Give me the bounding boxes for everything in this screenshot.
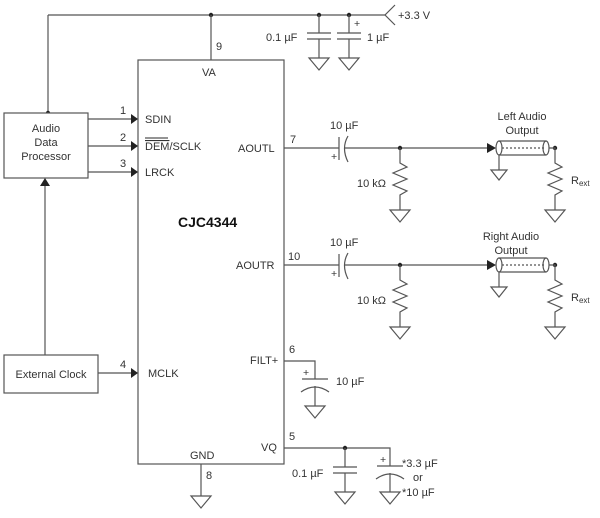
supply-cap1-label: 0.1 µF: [266, 32, 298, 44]
left-output-title-2: Output: [505, 125, 538, 137]
processor-line-2: Data: [34, 137, 58, 149]
pin-4-number: 4: [120, 359, 126, 371]
right-output-title-1: Right Audio: [483, 231, 539, 243]
pin-2-number: 2: [120, 132, 126, 144]
pin-vq-label: VQ: [261, 442, 277, 454]
external-clock-block: [3, 354, 99, 394]
ground-icon: [388, 209, 412, 223]
supply-label: +3.3 V: [398, 10, 431, 22]
dem-arrow-icon: [131, 141, 138, 151]
supply-cap2-label: 1 µF: [367, 32, 390, 44]
filt-cap-label: 10 µF: [336, 376, 365, 388]
vq-cap2-polarity: +: [380, 454, 386, 466]
ground-icon: [543, 209, 567, 223]
vq-cap2-line-3: *10 µF: [402, 487, 435, 499]
left-cap-label: 10 µF: [330, 120, 359, 132]
pin-filt-label: FILT+: [250, 355, 278, 367]
right-cap-label: 10 µF: [330, 237, 359, 249]
pin-sdin-label: SDIN: [145, 114, 171, 126]
left-coupling-cap: [284, 135, 493, 163]
chip-body: [137, 59, 285, 465]
left-audio-jack: [487, 140, 550, 181]
right-resistor: [391, 265, 409, 327]
right-resistor-label: 10 kΩ: [357, 295, 386, 307]
supply-cap-1uf: [337, 15, 361, 71]
filt-cap: [284, 360, 330, 419]
pin-gnd-label: GND: [190, 450, 215, 462]
left-cap-polarity: +: [331, 151, 337, 163]
audio-data-processor-block: [3, 112, 89, 179]
right-output-title-2: Output: [494, 245, 527, 257]
processor-line-3: Processor: [21, 151, 71, 163]
right-audio-jack: [487, 257, 550, 298]
right-coupling-cap: [284, 252, 493, 280]
pin-aoutr-label: AOUTR: [236, 260, 275, 272]
pin-mclk-label: MCLK: [148, 368, 179, 380]
ground-icon: [543, 326, 567, 340]
pin-lrck-label: LRCK: [145, 167, 175, 179]
vq-cap2-line-1: *3.3 µF: [402, 458, 438, 470]
right-cap-polarity: +: [331, 268, 337, 280]
supply-arrow-icon: [384, 4, 396, 26]
left-load-resistor: [546, 147, 564, 210]
supply-cap-0-1uf: [307, 15, 331, 71]
vq-cap-0-1uf: [333, 448, 357, 505]
mclk-arrow-icon: [131, 368, 138, 378]
left-load-label: Rext: [571, 175, 590, 188]
external-clock-label: External Clock: [16, 369, 87, 381]
pin-1-number: 1: [120, 105, 126, 117]
processor-line-1: Audio: [32, 123, 60, 135]
pin-9-number: 9: [216, 41, 222, 53]
pin-dem-sclk-label: DEM/SCLK: [145, 141, 202, 153]
supply-cap2-polarity: +: [354, 18, 360, 30]
vq-wire: [284, 447, 391, 466]
filt-cap-polarity: +: [303, 367, 309, 379]
left-output-title-1: Left Audio: [498, 111, 547, 123]
vq-cap1-label: 0.1 µF: [292, 468, 324, 480]
vq-cap2-line-2: or: [413, 472, 423, 484]
pin-3-number: 3: [120, 158, 126, 170]
left-resistor: [391, 148, 409, 210]
pin-aoutl-label: AOUTL: [238, 143, 275, 155]
vq-cap-polarized: [375, 465, 405, 505]
pin-10-number: 10: [288, 251, 300, 263]
ground-icon: [189, 495, 213, 509]
pin-va-label: VA: [202, 67, 217, 79]
left-resistor-label: 10 kΩ: [357, 178, 386, 190]
chip-name: CJC4344: [178, 214, 237, 230]
pin-7-number: 7: [290, 134, 296, 146]
right-load-resistor: [546, 264, 564, 327]
pin-6-number: 6: [289, 344, 295, 356]
right-load-label: Rext: [571, 292, 590, 305]
lrck-arrow-icon: [131, 167, 138, 177]
pin-8-number: 8: [206, 470, 212, 482]
clock-arrow-icon: [40, 178, 50, 186]
sdin-arrow-icon: [131, 114, 138, 124]
pin-5-number: 5: [289, 431, 295, 443]
ground-icon: [388, 326, 412, 340]
